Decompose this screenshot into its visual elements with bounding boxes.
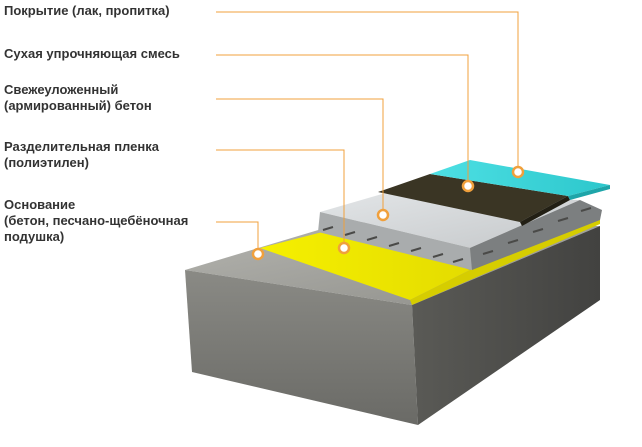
label-base-line1: Основание (4, 197, 76, 212)
rebar-end (432, 253, 444, 258)
label-coating: Покрытие (лак, пропитка) (4, 3, 170, 19)
marker-dot-concrete (376, 208, 390, 222)
base-front (185, 270, 418, 425)
label-concrete: Свежеуложенный (армированный) бетон (4, 82, 152, 114)
label-film: Разделительная пленка (полиэтилен) (4, 139, 159, 171)
rebar-end (366, 236, 378, 241)
label-hardener-line1: Сухая упрочняющая смесь (4, 46, 180, 61)
rebar-end (580, 207, 592, 212)
marker-dot-base (251, 247, 265, 261)
rebar-end (452, 258, 464, 263)
marker-dot-hardener (461, 179, 475, 193)
rebar-end (557, 217, 569, 222)
marker-dot-film (337, 241, 351, 255)
rebar-end (410, 247, 422, 252)
label-concrete-line1: Свежеуложенный (4, 82, 119, 97)
leader-line-base (216, 221, 259, 252)
marker-dot-coating (511, 165, 525, 179)
hardener-layer (378, 174, 568, 222)
rebar-end (388, 242, 400, 247)
concrete-front (318, 212, 472, 270)
label-film-line2: (полиэтилен) (4, 155, 89, 170)
label-coating-line1: Покрытие (лак, пропитка) (4, 3, 170, 18)
label-base-line2: (бетон, песчано-щебёночная (4, 213, 189, 228)
label-hardener: Сухая упрочняющая смесь (4, 46, 180, 62)
rebar-end (344, 231, 356, 236)
rebar-end (532, 228, 544, 233)
film-edge (410, 218, 600, 305)
label-film-line1: Разделительная пленка (4, 139, 159, 154)
rebar-ends (322, 207, 592, 263)
leader-line-film (216, 149, 345, 245)
hardener-edge (520, 196, 570, 226)
leader-line-coating (216, 11, 519, 170)
label-base: Основание (бетон, песчано-щебёночная под… (4, 197, 188, 245)
leader-line-hardener (216, 54, 469, 184)
rebar-end (322, 226, 334, 231)
coating-layer (430, 160, 610, 196)
film-layer (260, 225, 470, 300)
rebar-end (507, 239, 519, 244)
coating-edge (568, 185, 610, 200)
rebar-end (482, 250, 494, 255)
label-base-line3: подушка) (4, 229, 65, 244)
leader-line-concrete (216, 98, 384, 213)
base-side (412, 226, 600, 425)
label-concrete-line2: (армированный) бетон (4, 98, 152, 113)
concrete-side (470, 200, 602, 270)
